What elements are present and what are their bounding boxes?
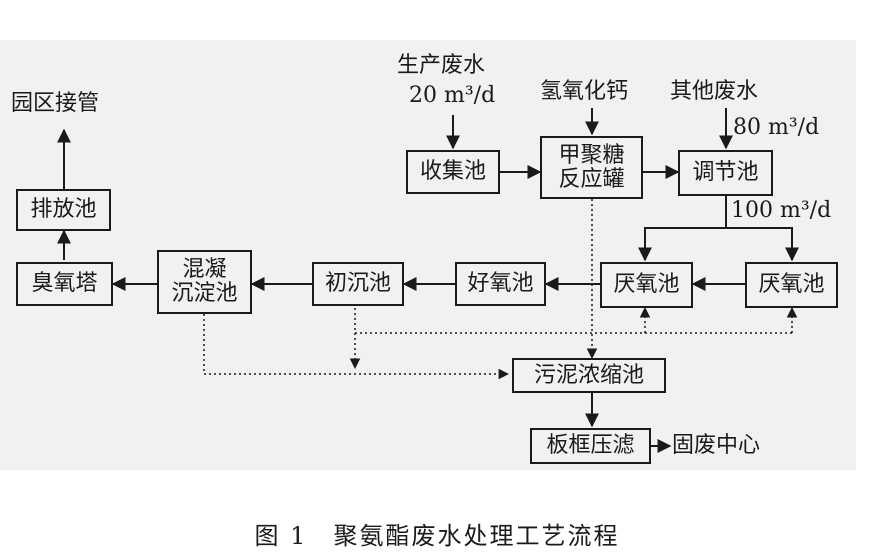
anaerobic-tank-1-box: 厌氧池 (600, 262, 693, 308)
ozone-tower-box: 臭氧塔 (16, 262, 113, 306)
coagulation-settling-tank-box: 混凝 沉淀池 (157, 250, 252, 314)
production-water-label: 生产废水 (397, 53, 486, 78)
arrow-split-to-anaerobic2 (726, 227, 799, 262)
calcium-hydroxide-label: 氢氧化钙 (540, 79, 629, 104)
regulate-tank-box: 调节池 (678, 150, 773, 196)
dotted-coag-to-thicken (203, 314, 510, 380)
split-flow-label: 100 m³/d (731, 198, 832, 223)
discharge-tank-box: 排放池 (16, 189, 111, 231)
park-pipe-label: 园区接管 (11, 91, 100, 116)
collect-tank-box: 收集池 (406, 150, 500, 194)
other-flow-label: 80 m³/d (733, 115, 820, 140)
arrow-split-to-anaerobic1 (638, 227, 726, 262)
other-water-label: 其他废水 (670, 79, 759, 104)
aerobic-tank-box: 好氧池 (455, 262, 546, 306)
anaerobic-tank-2-box: 厌氧池 (745, 262, 838, 308)
primary-settling-tank-box: 初沉池 (312, 262, 404, 306)
diagram-panel (0, 40, 856, 470)
solid-waste-center-label: 固废中心 (672, 433, 761, 458)
production-flow-label: 20 m³/d (409, 83, 496, 108)
chitosan-tank-box: 甲聚糖 反应罐 (540, 136, 643, 199)
sludge-thickening-tank-box: 污泥浓缩池 (512, 358, 666, 393)
filter-press-box: 板框压滤 (530, 428, 651, 464)
figure-caption: 图 1 聚氨酯废水处理工艺流程 (254, 522, 620, 550)
